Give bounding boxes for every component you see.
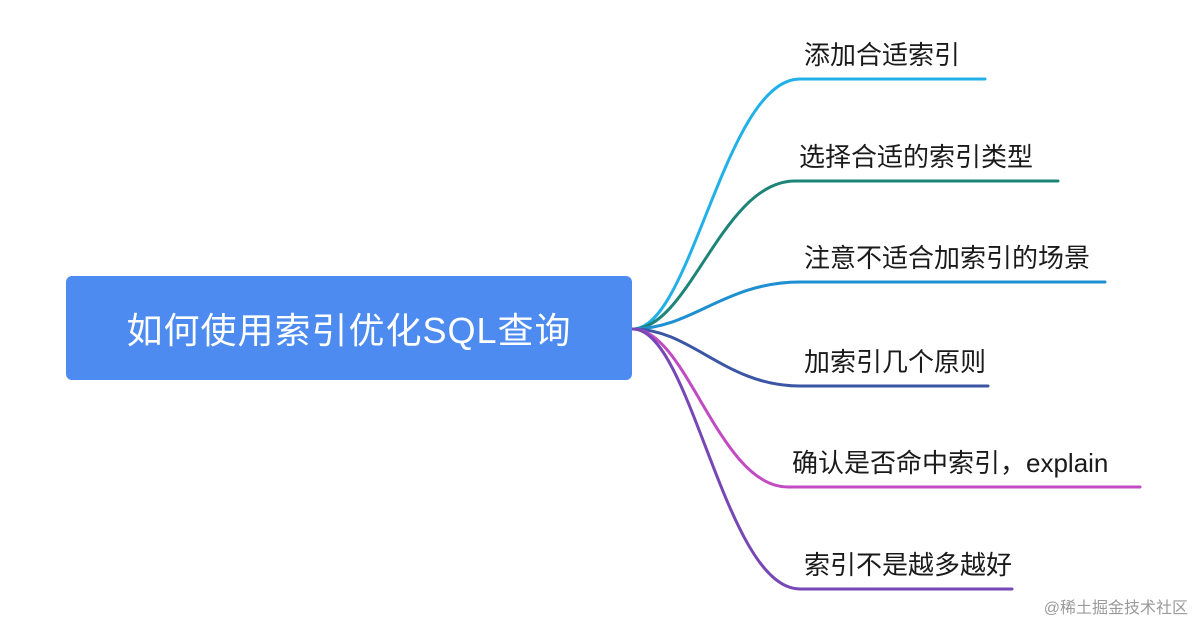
watermark: @稀土掘金技术社区 <box>1043 600 1188 617</box>
branch-label: 确认是否命中索引，explain <box>792 448 1109 478</box>
branch-label: 选择合适的索引类型 <box>799 142 1034 172</box>
root-label: 如何使用索引优化SQL查询 <box>126 310 572 351</box>
branch-label: 注意不适合加索引的场景 <box>804 243 1091 273</box>
branch-line <box>631 280 1107 331</box>
branch-line <box>631 77 987 331</box>
branch-label: 添加合适索引 <box>804 40 961 70</box>
branch-line <box>631 327 990 388</box>
root-node: 如何使用索引优化SQL查询 <box>66 276 632 380</box>
branch-label: 加索引几个原则 <box>804 347 987 377</box>
branch-line <box>631 327 1142 489</box>
branch-label: 索引不是越多越好 <box>804 550 1013 580</box>
branch-line <box>631 327 1014 591</box>
branch-line <box>631 179 1060 331</box>
